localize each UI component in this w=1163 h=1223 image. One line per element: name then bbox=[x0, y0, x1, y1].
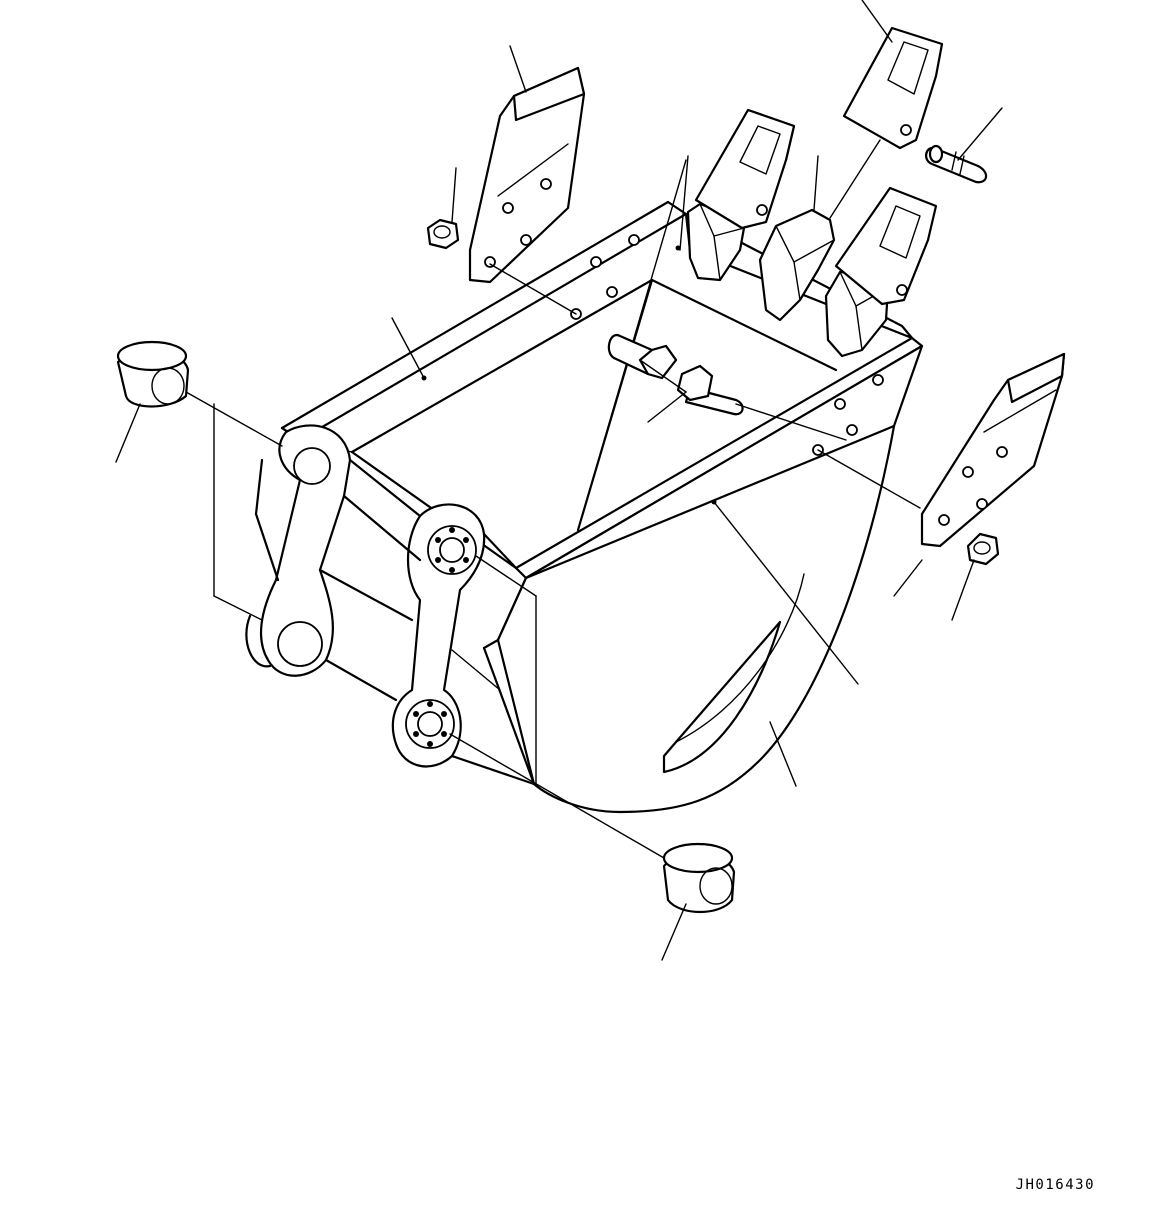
bolts bbox=[607, 333, 744, 416]
drawing-id-label: JH016430 bbox=[1015, 1177, 1095, 1193]
tooth-adapters bbox=[686, 26, 944, 358]
tooth-pin bbox=[925, 144, 988, 184]
nut-left bbox=[426, 218, 460, 250]
leader-lines bbox=[115, 0, 1003, 961]
bushing-bottom bbox=[662, 842, 736, 913]
nut-right bbox=[966, 532, 1000, 566]
bushing-left bbox=[116, 340, 190, 408]
side-cutter-right bbox=[920, 352, 1066, 548]
side-cutter-left bbox=[468, 66, 586, 284]
bucket-body bbox=[280, 159, 924, 814]
mounting-brackets bbox=[245, 424, 536, 786]
